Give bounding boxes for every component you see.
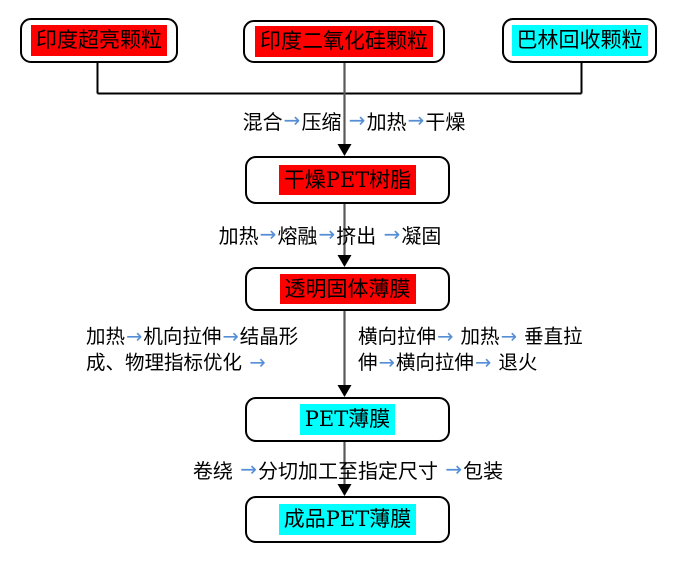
node-transparent-solid-film: 透明固体薄膜 (245, 267, 450, 311)
flow-arrow-icon: → (126, 325, 143, 348)
flow-arrow-icon: → (500, 325, 517, 348)
stretch-note-left: 加热→机向拉伸→结晶形 成、物理指标优化 → (86, 324, 340, 376)
step-label: 包装 (463, 458, 504, 483)
step-label: 卷绕 (192, 458, 240, 483)
step-label: 熔融 (277, 223, 318, 248)
node-source-bahrain-recycled: 巴林回收颗粒 (502, 18, 657, 63)
stretch-note-right-line1: 横向拉伸→ 加热→ 垂直拉 (358, 324, 650, 350)
node-label: 印度超亮颗粒 (31, 25, 167, 56)
step-label: 混合 (242, 109, 283, 134)
process-row-melting: 加热→熔融→挤出 →凝固 (190, 220, 470, 248)
step-label: 机向拉伸 (143, 325, 222, 348)
step-label: 分切加工至指定尺寸 (258, 458, 445, 483)
step-label: 成、物理指标优化 (86, 351, 249, 374)
arrowhead-icon (337, 255, 352, 267)
flow-arrow-icon: → (283, 108, 301, 132)
step-label: 退火 (492, 351, 538, 374)
node-finished-pet-film: 成品PET薄膜 (245, 496, 450, 543)
node-label: 成品PET薄膜 (278, 504, 417, 535)
flow-arrow-icon: → (249, 351, 266, 374)
flow-arrow-icon: → (318, 222, 336, 246)
step-label: 压缩 (301, 109, 348, 134)
step-label: 结晶形 (239, 325, 299, 348)
node-label: 透明固体薄膜 (279, 273, 416, 305)
step-label: 干燥 (425, 109, 466, 134)
node-label: PET薄膜 (299, 404, 396, 435)
node-source-ultra-bright: 印度超亮颗粒 (20, 18, 178, 63)
flow-arrow-icon: → (222, 325, 239, 348)
stretch-note-left-line2: 成、物理指标优化 → (86, 350, 340, 376)
flow-arrow-icon: → (445, 457, 463, 481)
node-label: 印度二氧化硅颗粒 (255, 26, 433, 57)
step-label: 加热 (454, 325, 500, 348)
arrowhead-icon (337, 484, 352, 496)
flow-arrow-icon: → (259, 222, 277, 246)
node-pet-film: PET薄膜 (245, 397, 450, 442)
node-source-silica: 印度二氧化硅颗粒 (243, 20, 445, 63)
flow-arrow-icon: → (407, 108, 425, 132)
stretch-note-right-line2: 伸→横向拉伸→ 退火 (358, 350, 650, 376)
step-label: 垂直拉 (517, 325, 583, 348)
arrowhead-icon (337, 385, 352, 397)
flow-arrow-icon: → (348, 108, 366, 132)
arrowhead-icon (337, 144, 352, 156)
process-row-mixing: 混合→压缩 →加热→干燥 (204, 106, 504, 134)
step-label: 加热 (366, 109, 407, 134)
flow-arrow-icon: → (378, 351, 395, 374)
step-label: 凝固 (401, 223, 442, 248)
step-label: 横向拉伸 (395, 351, 474, 374)
step-label: 伸 (358, 351, 378, 374)
node-label: 干燥PET树脂 (278, 164, 417, 196)
flow-arrow-icon: → (437, 325, 454, 348)
node-dried-pet-resin: 干燥PET树脂 (245, 156, 450, 204)
flow-arrow-icon: → (474, 351, 492, 374)
flow-arrow-icon: → (240, 457, 257, 481)
step-label: 挤出 (336, 223, 383, 248)
step-label: 加热 (86, 325, 126, 348)
flow-arrow-icon: → (383, 222, 401, 246)
stretch-note-right: 横向拉伸→ 加热→ 垂直拉 伸→横向拉伸→ 退火 (358, 324, 650, 376)
step-label: 加热 (218, 223, 259, 248)
step-label: 横向拉伸 (358, 325, 437, 348)
node-label: 巴林回收颗粒 (511, 25, 648, 56)
stretch-note-left-line1: 加热→机向拉伸→结晶形 (86, 324, 340, 350)
process-row-finishing: 卷绕 →分切加工至指定尺寸 →包装 (182, 455, 514, 483)
